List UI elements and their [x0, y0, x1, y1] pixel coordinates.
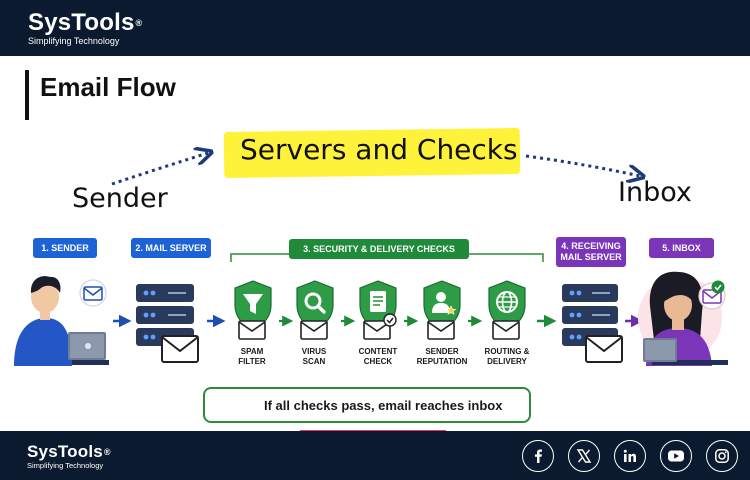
dotted-arrow-right [525, 154, 640, 176]
top-brand-logo[interactable]: SysTools® Simplifying Technology [28, 10, 142, 47]
check-label-line2: REPUTATION [416, 357, 468, 366]
linkedin-icon[interactable] [614, 440, 646, 472]
success-banner-text: If all checks pass, email reaches inbox [264, 398, 503, 413]
receiving-mail-server-icon [562, 284, 623, 363]
registered-mark: ® [135, 18, 143, 28]
check-label-line2: DELIVERY [487, 357, 527, 366]
brand-tagline: Simplifying Technology [27, 461, 104, 470]
brand-name: SysTools® [27, 442, 111, 461]
check-label-line2: SCAN [302, 357, 326, 366]
step-label: 5. INBOX [662, 242, 701, 253]
sender-person-icon [14, 276, 109, 366]
facebook-icon[interactable] [522, 440, 554, 472]
servers-and-checks-label: Servers and Checks [240, 133, 518, 166]
checks-bracket [230, 253, 544, 262]
step-mail-server-pill: 2. MAIL SERVER [131, 238, 211, 258]
step-inbox-pill: 5. INBOX [649, 238, 714, 258]
mail-server-icon [136, 284, 199, 363]
dotted-arrow-left [111, 153, 208, 186]
brand-tagline: Simplifying Technology [28, 36, 120, 46]
instagram-icon[interactable] [706, 440, 738, 472]
sender-reputation-shield-icon [423, 280, 461, 340]
x-icon[interactable] [568, 440, 600, 472]
check-label-line1: VIRUS [301, 347, 327, 356]
step-security-checks-pill: 3. SECURITY & DELIVERY CHECKS [289, 239, 469, 259]
step-label: 3. SECURITY & DELIVERY CHECKS [303, 243, 455, 254]
registered-mark: ® [103, 447, 111, 457]
inbox-person-icon [638, 271, 728, 366]
top-bar [0, 0, 750, 56]
brand-name: SysTools® [28, 9, 143, 36]
step-receiving-server-pill: 4. RECEIVING MAIL SERVER [556, 237, 626, 267]
spam-filter-shield-icon [234, 280, 272, 340]
check-label-line1: SPAM [240, 347, 264, 356]
check-label-routing-delivery: ROUTING &DELIVERY [467, 347, 547, 367]
step-label: 2. MAIL SERVER [135, 242, 207, 253]
page-title: Email Flow [40, 72, 176, 102]
check-label-line1: ROUTING & [484, 347, 530, 356]
bottom-brand-logo[interactable]: SysTools® Simplifying Technology [27, 442, 111, 471]
routing-delivery-shield-icon [488, 280, 526, 340]
youtube-icon[interactable] [660, 440, 692, 472]
step-label: 1. SENDER [41, 242, 89, 253]
check-label-line1: CONTENT [358, 347, 398, 356]
virus-scan-shield-icon [296, 280, 334, 340]
step-sender-pill: 1. SENDER [33, 238, 97, 258]
sender-handwritten-label: Sender [72, 183, 168, 214]
step-label-line2: MAIL SERVER [560, 252, 622, 262]
heading-rule [25, 70, 29, 120]
check-label-line2: FILTER [238, 357, 266, 366]
check-label-line1: SENDER [425, 347, 459, 356]
step-label-line1: 4. RECEIVING [561, 241, 621, 251]
success-banner [203, 387, 531, 423]
content-check-shield-icon [359, 280, 397, 340]
check-label-line2: CHECK [363, 357, 393, 366]
